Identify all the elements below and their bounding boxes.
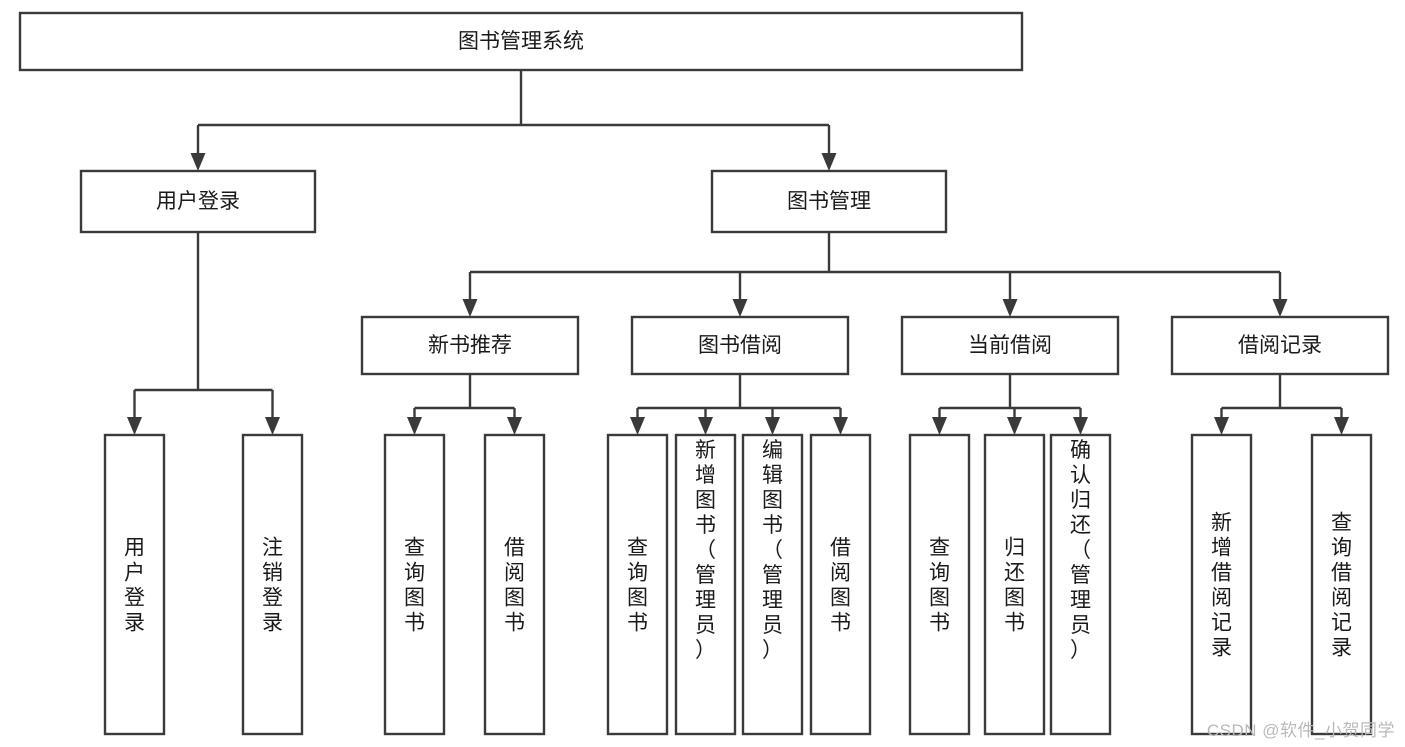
arrow-head-icon [821, 153, 837, 171]
arrow-head-icon [1214, 417, 1229, 435]
arrow-head-icon [833, 417, 848, 435]
node-label-root: 图书管理系统 [458, 30, 584, 53]
node-box-book-manage [710, 169, 948, 234]
arrow-head-icon [1334, 417, 1349, 435]
node-box-leaf-return-book [983, 433, 1046, 736]
node-label-leaf-query-book-3: 查询图书 [929, 537, 950, 635]
arrow-head-icon [127, 417, 142, 435]
node-root[interactable]: 图书管理系统 [18, 11, 1024, 72]
node-leaf-query-book-3[interactable]: 查询图书 [908, 433, 971, 736]
node-book-manage[interactable]: 图书管理 [710, 169, 948, 234]
node-label-borrow-record: 借阅记录 [1238, 334, 1322, 357]
node-box-leaf-query-book-2 [606, 433, 669, 736]
node-box-root [18, 11, 1024, 72]
node-box-leaf-user-login [103, 433, 166, 736]
node-leaf-user-logout[interactable]: 注销登录 [241, 433, 304, 736]
arrow-head-icon [190, 153, 206, 171]
arrow-head-icon [1007, 417, 1022, 435]
node-leaf-add-book[interactable]: 新增图书（管理员） [674, 433, 737, 736]
node-book-borrow[interactable]: 图书借阅 [630, 315, 850, 376]
node-box-leaf-confirm-return [1049, 433, 1112, 736]
node-box-new-book-rec [360, 315, 580, 376]
arrow-head-icon [407, 417, 422, 435]
node-label-leaf-query-book-1: 查询图书 [404, 537, 425, 635]
node-borrow-record[interactable]: 借阅记录 [1170, 315, 1390, 376]
connectors-layer [127, 70, 1349, 435]
node-leaf-query-record[interactable]: 查询借阅记录 [1310, 433, 1373, 736]
node-label-leaf-add-book: 新增图书（管理员） [695, 439, 716, 662]
node-label-leaf-add-record: 新增借阅记录 [1211, 512, 1232, 660]
node-box-leaf-user-logout [241, 433, 304, 736]
node-label-leaf-return-book: 归还图书 [1004, 537, 1025, 635]
node-label-leaf-query-book-2: 查询图书 [627, 537, 648, 635]
node-leaf-borrow-book-2[interactable]: 借阅图书 [809, 433, 872, 736]
node-current-borrow[interactable]: 当前借阅 [900, 315, 1120, 376]
node-label-new-book-rec: 新书推荐 [428, 334, 512, 357]
node-box-leaf-edit-book [741, 433, 804, 736]
node-box-leaf-add-record [1190, 433, 1253, 736]
node-box-leaf-add-book [674, 433, 737, 736]
node-leaf-query-book-1[interactable]: 查询图书 [383, 433, 446, 736]
arrow-head-icon [462, 299, 478, 317]
node-box-leaf-query-book-1 [383, 433, 446, 736]
node-box-book-borrow [630, 315, 850, 376]
node-label-leaf-query-record: 查询借阅记录 [1331, 512, 1352, 660]
nodes-layer: 图书管理系统用户登录图书管理新书推荐图书借阅当前借阅借阅记录用户登录注销登录查询… [18, 11, 1390, 736]
arrow-head-icon [507, 417, 522, 435]
node-box-leaf-borrow-book-2 [809, 433, 872, 736]
arrow-head-icon [765, 417, 780, 435]
arrow-head-icon [1073, 417, 1088, 435]
arrow-head-icon [630, 417, 645, 435]
node-box-leaf-borrow-book-1 [483, 433, 546, 736]
node-label-book-manage: 图书管理 [787, 190, 871, 213]
arrow-head-icon [698, 417, 713, 435]
node-leaf-confirm-return[interactable]: 确认归还（管理员） [1049, 433, 1112, 736]
node-box-user-login [79, 169, 317, 234]
node-leaf-add-record[interactable]: 新增借阅记录 [1190, 433, 1253, 736]
node-label-leaf-borrow-book-2: 借阅图书 [830, 537, 851, 635]
node-label-current-borrow: 当前借阅 [968, 334, 1052, 357]
node-new-book-rec[interactable]: 新书推荐 [360, 315, 580, 376]
arrow-head-icon [265, 417, 280, 435]
arrow-head-icon [932, 417, 947, 435]
node-label-leaf-edit-book: 编辑图书（管理员） [762, 439, 783, 662]
node-leaf-borrow-book-1[interactable]: 借阅图书 [483, 433, 546, 736]
node-leaf-user-login[interactable]: 用户登录 [103, 433, 166, 736]
arrow-head-icon [1272, 299, 1288, 317]
node-label-leaf-user-logout: 注销登录 [262, 537, 283, 635]
node-label-user-login: 用户登录 [156, 190, 240, 213]
node-leaf-query-book-2[interactable]: 查询图书 [606, 433, 669, 736]
node-label-leaf-borrow-book-1: 借阅图书 [504, 537, 525, 635]
node-box-borrow-record [1170, 315, 1390, 376]
csdn-watermark: CSDN @软件_小贺同学 [1206, 721, 1395, 740]
node-label-book-borrow: 图书借阅 [698, 334, 782, 357]
arrow-head-icon [1002, 299, 1018, 317]
node-label-leaf-user-login: 用户登录 [124, 537, 145, 635]
arrow-head-icon [732, 299, 748, 317]
node-box-leaf-query-record [1310, 433, 1373, 736]
node-box-current-borrow [900, 315, 1120, 376]
node-box-leaf-query-book-3 [908, 433, 971, 736]
node-label-leaf-confirm-return: 确认归还（管理员） [1070, 439, 1091, 662]
node-leaf-edit-book[interactable]: 编辑图书（管理员） [741, 433, 804, 736]
node-leaf-return-book[interactable]: 归还图书 [983, 433, 1046, 736]
node-user-login[interactable]: 用户登录 [79, 169, 317, 234]
